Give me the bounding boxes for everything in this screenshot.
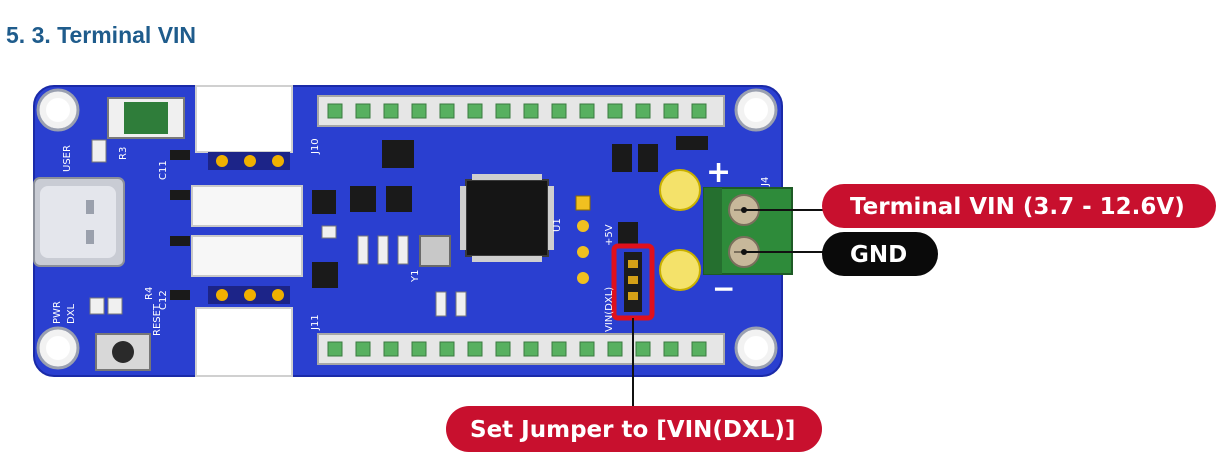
polarity-minus: − [712,272,735,305]
callout-gnd: GND [822,232,938,276]
section-title: 5. 3. Terminal VIN [6,22,197,48]
silk-j10: J10 [310,138,321,155]
silk-j4: J4 [760,177,771,187]
silk-u1: U1 [552,218,563,232]
silk-y1: Y1 [410,270,421,283]
silk-user: USER [62,145,73,172]
polarity-plus: + [706,155,731,190]
mcu-chip [460,174,554,262]
silk-reset: RESET [152,303,163,336]
terminal-block [703,187,793,275]
smd-components [170,136,708,300]
top-pin-header [317,95,725,127]
usb-c-connector [33,177,125,267]
silk-pwr: PWR [52,301,63,324]
callout-jumper-text: Set Jumper to [VIN(DXL)] [470,417,795,443]
callout-terminal-vin-text: Terminal VIN (3.7 - 12.6V) [850,194,1185,220]
silk-5v: +5V [604,224,615,246]
silk-r3: R3 [118,147,129,160]
signal-pins [575,195,591,284]
silk-r4: R4 [144,287,155,300]
callout-gnd-text: GND [850,242,907,268]
mounting-holes [36,88,778,370]
silk-j11: J11 [310,314,321,331]
leader-lines [632,209,824,406]
bottom-pin-header [317,333,725,365]
callout-jumper: Set Jumper to [VIN(DXL)] [446,406,822,452]
silk-dxl: DXL [66,303,77,324]
silk-c12: C12 [158,290,169,310]
callout-terminal-vin: Terminal VIN (3.7 - 12.6V) [822,184,1216,228]
silk-c11: C11 [158,160,169,180]
silkscreen-labels: USER PWR DXL RESET VIN(DXL) +5V J10 J11 … [52,138,771,336]
passive-components [89,139,467,317]
jst-connectors [191,85,303,377]
yellow-pads [659,169,701,291]
silk-vin-dxl: VIN(DXL) [604,287,615,332]
reset-button-component [95,333,151,371]
